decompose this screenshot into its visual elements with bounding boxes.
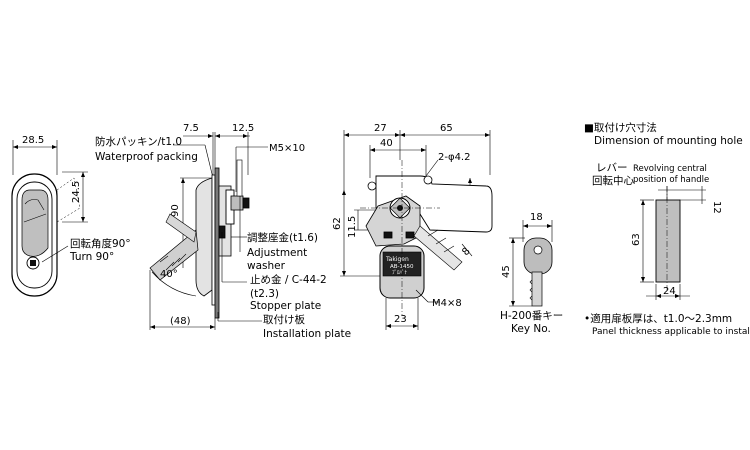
stopper-en: Stopper plate [250,300,321,312]
side-view-assembly: 7.5 12.5 防水パッキン/t1.0 Waterproof packing … [95,123,351,340]
dim-8: 8 [460,246,472,258]
packing-jp: 防水パッキン/t1.0 [95,135,182,148]
dim-24-5: 24.5 [71,181,82,203]
lever-en-2: position of handle [633,175,709,185]
dim-28-5: 28.5 [22,135,44,146]
callout-m5: M5×10 [269,143,305,154]
dim-40-h: 40 [380,138,393,149]
dim-7-5: 7.5 [183,123,199,134]
mount-title-en: Dimension of mounting hole [594,135,743,147]
lever-en-1: Revolving central [633,164,707,174]
install-jp: 取付け板 [263,313,305,326]
lever-jp-1: レバー [596,162,628,174]
dim-12-5: 12.5 [232,123,254,134]
panel-en: Panel thickness applicable to install [592,327,750,337]
dim-18: 18 [530,212,543,223]
dim-12: 12 [711,201,722,214]
rear-view: 27 65 40 2-φ4.2 40 62 11.5 [332,123,493,330]
adjust-jp: 調整座金(t1.6) [247,231,318,244]
packing-en: Waterproof packing [95,151,198,163]
install-en: Installation plate [263,328,351,340]
adjust-en-1: Adjustment [247,247,307,259]
stopper-jp: 止め金 / C-44-2 [250,273,327,286]
dim-hole: 2-φ4.2 [438,152,470,163]
callout-m4: M4×8 [432,298,462,309]
dim-27: 27 [374,123,387,134]
dim-63: 63 [631,233,642,246]
key-en: Key No. [511,323,551,335]
turn-angle-en: Turn 90° [69,251,114,263]
dim-48: (48) [170,316,191,327]
dim-65: 65 [440,123,453,134]
maker-text: Takigen [385,256,409,263]
dim-40-deg: 40° [160,269,178,280]
dim-45: 45 [501,265,512,278]
lever-jp-2: 回転中心 [592,174,634,187]
dim-62: 62 [332,217,343,230]
dim-11-5: 11.5 [347,216,358,238]
dim-23: 23 [394,314,407,325]
stopper-t: (t2.3) [250,288,279,300]
model-sub: ﾌﾟﾛﾊﾟﾅ [392,269,408,276]
panel-jp: •適用扉板厚は、t1.0～2.3mm [584,312,732,325]
key-drawing: 18 45 H-200番キー Key No. [500,212,563,335]
key-jp: H-200番キー [500,310,563,322]
dim-24: 24 [663,286,676,297]
front-view-handle: 28.5 24.5 回転角度90° Turn 90° [11,135,131,297]
turn-angle-jp: 回転角度90° [70,237,131,250]
adjust-en-2: washer [247,260,286,272]
mounting-hole: ■取付け穴寸法 Dimension of mounting hole レバー 回… [584,121,750,337]
dim-90: 90 [170,204,181,217]
mount-title-jp: ■取付け穴寸法 [584,121,657,134]
